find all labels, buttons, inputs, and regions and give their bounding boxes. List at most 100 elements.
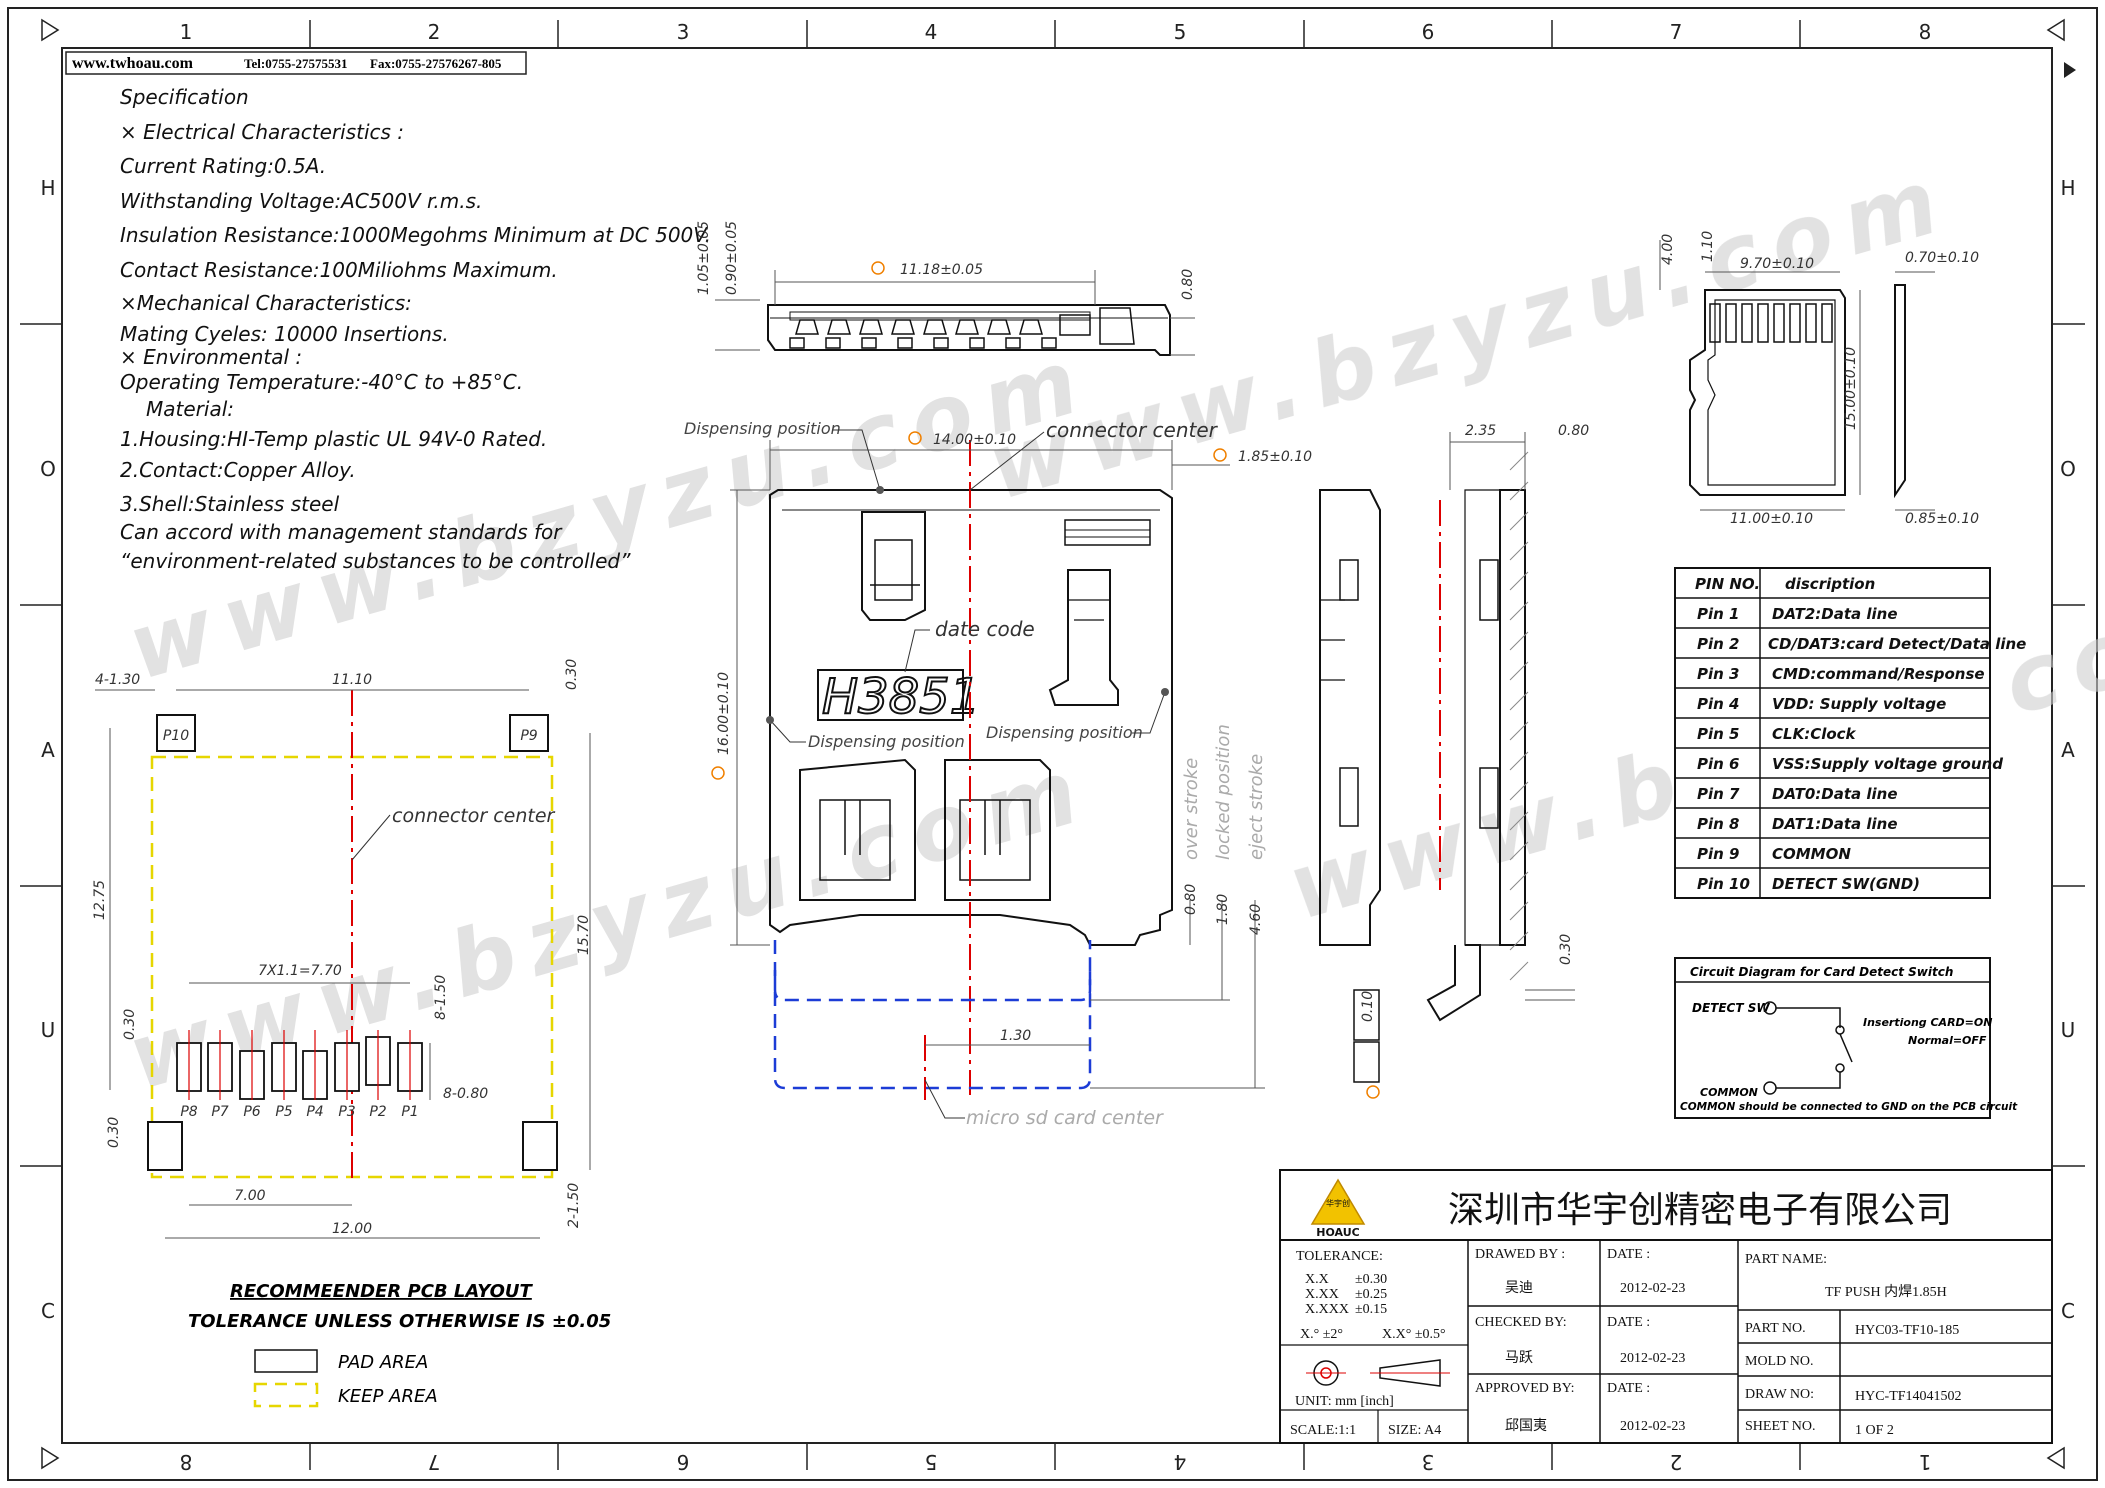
col-label-6: 6 (1422, 20, 1435, 44)
dispensing-label-1: Dispensing position (684, 419, 841, 438)
pad-label-p2: P2 (369, 1104, 386, 1120)
circuit-common: COMMON (1700, 1086, 1758, 1099)
pin-row-10-desc: DETECT SW(GND) (1772, 875, 1920, 893)
size-label: SIZE: A4 (1388, 1423, 1441, 1438)
card-positions (773, 940, 1092, 1090)
date-code-label: date code (935, 617, 1035, 641)
tol-x-val: ±0.30 (1355, 1272, 1387, 1287)
pcb-dim-d11: 7.00 (234, 1188, 265, 1204)
card-dim-d7: 0.85±0.10 (1905, 511, 1979, 527)
spec-housing: 1.Housing:HI-Temp plastic UL 94V-0 Rated… (120, 427, 547, 451)
company-logo-icon (1310, 1178, 1366, 1225)
pin-table-header-desc: discription (1785, 575, 1875, 593)
col-label-bottom-8: 8 (180, 1450, 193, 1474)
tolerance-label: TOLERANCE: (1296, 1249, 1383, 1264)
top-connector-center-label: connector center (1046, 418, 1219, 442)
col-label-bottom-2: 2 (1670, 1450, 1683, 1474)
pcb-dim-d12: 12.00 (332, 1221, 372, 1237)
pin-row-9-pin: Pin 9 (1697, 845, 1739, 863)
draw-no-label: DRAW NO: (1745, 1387, 1814, 1402)
card-dim-d1: 4.00 (1660, 234, 1676, 265)
col-label-1: 1 (180, 20, 193, 44)
part-name-label: PART NAME: (1745, 1252, 1827, 1267)
keep-area-swatch (253, 1382, 319, 1408)
col-label-3: 3 (677, 20, 690, 44)
card-dim-d2: 1.10 (1700, 231, 1716, 262)
card-dim-d6: 11.00±0.10 (1730, 511, 1813, 527)
spec-title: Specification (120, 85, 249, 109)
pin-row-3-desc: CMD:command/Response (1772, 665, 1985, 683)
pcb-dim-d9: 8-0.80 (443, 1086, 488, 1102)
pcb-dim-d13: 2-1.50 (566, 1183, 582, 1228)
watermark-text-2: www.bzyzu.com (117, 736, 1102, 1111)
pcb-dim-d5: 15.70 (576, 915, 592, 955)
checked-by-label: CHECKED BY: (1475, 1315, 1567, 1330)
pin-row-9-desc: COMMON (1772, 845, 1851, 863)
col-label-bottom-7: 7 (428, 1450, 441, 1474)
tol-xxx-val: ±0.15 (1355, 1302, 1387, 1317)
col-label-bottom-6: 6 (677, 1450, 690, 1474)
spec-environmental: × Environmental : (120, 345, 302, 369)
locked-position-label: locked position (1213, 724, 1234, 860)
circuit-note: COMMON should be connected to GND on the… (1680, 1101, 2018, 1113)
connector-right-side-view (1319, 489, 1526, 1022)
date-code: H3851 (822, 669, 980, 725)
tol-x: X.X (1305, 1272, 1329, 1287)
eject-stroke-label: eject stroke (1246, 754, 1267, 860)
pcb-dim-d1: 4-1.30 (95, 672, 140, 688)
pcb-dim-d10: 0.30 (106, 1117, 122, 1148)
dispensing-label-3: Dispensing position (986, 723, 1143, 742)
tol-xx-val: ±0.25 (1355, 1287, 1387, 1302)
circuit-title: Circuit Diagram for Card Detect Switch (1690, 965, 1953, 979)
top-dim-width: 14.00±0.10 (933, 432, 1016, 448)
pcb-dim-d4: 12.75 (92, 880, 108, 920)
col-label-bottom-5: 5 (925, 1450, 938, 1474)
pcb-layout: P10 P9 P8 P7 P6 P5 P4 P3 P2 P1 (92, 659, 592, 1239)
col-label-bottom-3: 3 (1422, 1450, 1435, 1474)
row-label-a: A (41, 738, 55, 762)
spec-shell: 3.Shell:Stainless steel (120, 492, 340, 516)
date-3: 2012-02-23 (1620, 1419, 1685, 1434)
row-label-h: H (40, 176, 55, 200)
mold-no-label: MOLD NO. (1745, 1354, 1813, 1369)
pcb-dim-d7: 8-1.50 (433, 975, 449, 1020)
website-box (65, 51, 527, 75)
scale-label: SCALE:1:1 (1290, 1423, 1356, 1438)
row-label-o-right: O (2060, 457, 2076, 481)
pin-row-6-desc: VSS:Supply voltage ground (1772, 755, 2003, 773)
card-center-offset-dim: 1.30 (1000, 1028, 1031, 1044)
spec-contact: Contact Resistance:100Miliohms Maximum. (120, 258, 558, 282)
top-dim-height: 16.00±0.10 (716, 672, 732, 755)
pin-row-10-pin: Pin 10 (1697, 875, 1750, 893)
date-label-3: DATE : (1607, 1381, 1650, 1396)
pin-row-6-pin: Pin 6 (1697, 755, 1739, 773)
part-no-label: PART NO. (1745, 1321, 1806, 1336)
specification-block: Specification × Electrical Characteristi… (120, 85, 711, 573)
spec-contact-material: 2.Contact:Copper Alloy. (120, 458, 356, 482)
keep-area-label: KEEP AREA (338, 1386, 438, 1407)
right-dim-d3: 0.30 (1558, 934, 1574, 965)
tel-text: Tel:0755-27575531 (244, 56, 348, 71)
card-dim-d5: 15.00±0.10 (1843, 347, 1859, 430)
spec-mating: Mating Cyeles: 10000 Insertions. (120, 322, 449, 346)
pin-row-7-pin: Pin 7 (1697, 785, 1740, 803)
spec-temperature: Operating Temperature:-40°C to +85°C. (120, 370, 523, 394)
row-label-a-right: A (2061, 738, 2075, 762)
pad-p10 (156, 714, 196, 752)
row-label-h-right: H (2060, 176, 2075, 200)
col-label-bottom-1: 1 (1919, 1450, 1932, 1474)
part-no: HYC03-TF10-185 (1855, 1323, 1959, 1338)
col-label-5: 5 (1174, 20, 1187, 44)
pcb-dim-d3: 0.30 (564, 659, 580, 690)
pin-row-4-pin: Pin 4 (1697, 695, 1739, 713)
pcb-dim-d2: 11.10 (332, 672, 372, 688)
pad-area-label: PAD AREA (338, 1352, 428, 1373)
micro-sd-center-label: micro sd card center (966, 1107, 1164, 1129)
drawn-by-label: DRAWED BY : (1475, 1247, 1565, 1262)
row-label-o: O (40, 457, 56, 481)
unit-label: UNIT: mm [inch] (1295, 1394, 1394, 1409)
pin-row-5-pin: Pin 5 (1697, 725, 1739, 743)
connector-top-view (769, 489, 1173, 946)
pin-row-1-desc: DAT2:Data line (1772, 605, 1898, 623)
